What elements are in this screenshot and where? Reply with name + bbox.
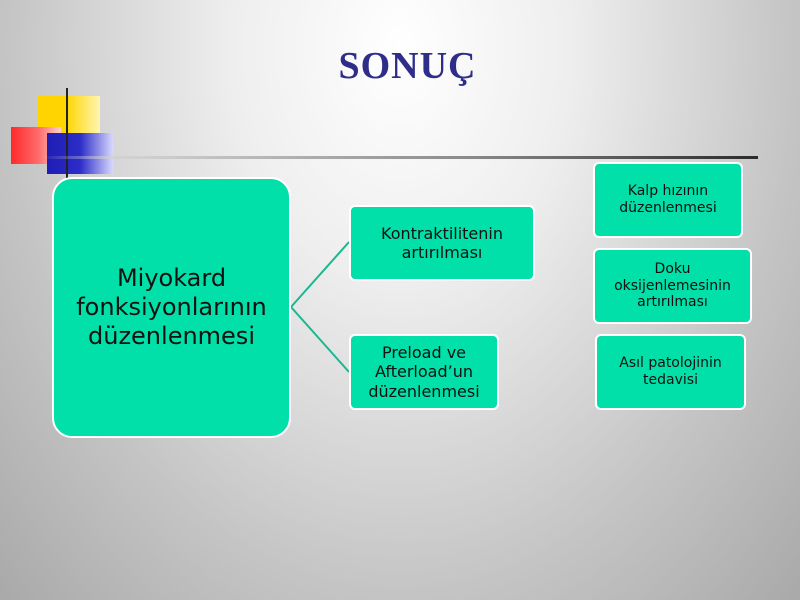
node-branch2-label: Preload ve Afterload’un düzenlenmesi	[368, 343, 480, 401]
blue-square-decoration	[47, 133, 113, 174]
node-right1-label: Kalp hızının düzenlenmesi	[619, 183, 717, 216]
node-branch2: Preload ve Afterload’un düzenlenmesi	[349, 334, 499, 410]
node-right2-label: Doku oksijenlemesinin artırılması	[614, 260, 731, 311]
connector-to-branch2	[290, 306, 350, 373]
node-right2: Doku oksijenlemesinin artırılması	[593, 248, 752, 324]
node-right1: Kalp hızının düzenlenmesi	[593, 162, 743, 238]
node-main: Miyokard fonksiyonlarının düzenlenmesi	[52, 177, 291, 438]
node-branch1: Kontraktilitenin artırılması	[349, 205, 535, 281]
horizontal-divider-line	[40, 156, 758, 159]
node-right3-label: Asıl patolojinin tedavisi	[619, 355, 722, 388]
node-branch1-label: Kontraktilitenin artırılması	[381, 223, 503, 262]
node-right3: Asıl patolojinin tedavisi	[595, 334, 746, 410]
connector-to-branch1	[290, 241, 350, 308]
slide-title: SONUÇ	[338, 45, 477, 87]
vertical-divider-line	[66, 88, 68, 180]
node-main-label: Miyokard fonksiyonlarının düzenlenmesi	[76, 264, 267, 350]
